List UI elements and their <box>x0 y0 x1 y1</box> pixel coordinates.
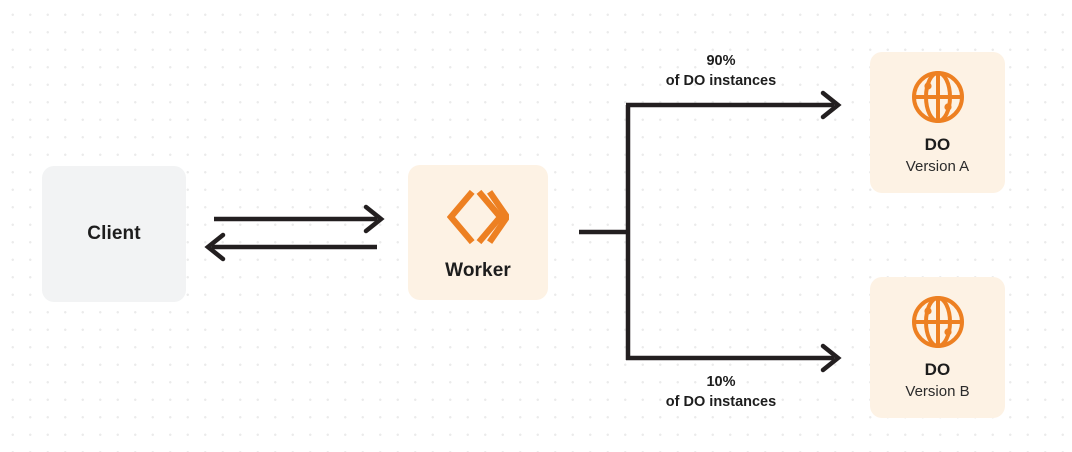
node-do-a-title: DO <box>924 134 951 154</box>
edge-label-do-a-caption: of DO instances <box>665 72 777 89</box>
edge-worker-to-client <box>204 232 377 262</box>
edge-worker-to-do-b <box>626 343 842 373</box>
durable-object-globe-icon <box>910 294 966 350</box>
durable-object-globe-icon <box>910 69 966 125</box>
node-do-a-subtitle: Version A <box>905 158 970 176</box>
cloudflare-workers-icon <box>446 188 511 246</box>
node-client: Client <box>42 166 186 302</box>
edge-client-to-worker <box>214 204 385 234</box>
edge-label-do-a-percent: 90% <box>706 53 736 69</box>
node-worker-title: Worker <box>445 260 511 282</box>
edge-label-do-b-caption: of DO instances <box>665 393 777 410</box>
node-do-b-subtitle: Version B <box>905 383 970 401</box>
edge-label-do-a: 90% of DO instances <box>611 52 831 91</box>
node-client-title: Client <box>87 222 141 244</box>
node-do-b-title: DO <box>924 359 951 379</box>
node-do-version-a: DO Version A <box>870 52 1005 193</box>
edge-branch-trunk <box>579 105 631 360</box>
node-worker: Worker <box>408 165 548 300</box>
edge-label-do-b-percent: 10% <box>706 374 736 390</box>
node-do-version-b: DO Version B <box>870 277 1005 418</box>
edge-worker-to-do-a <box>626 90 842 120</box>
edge-label-do-b: 10% of DO instances <box>611 373 831 412</box>
